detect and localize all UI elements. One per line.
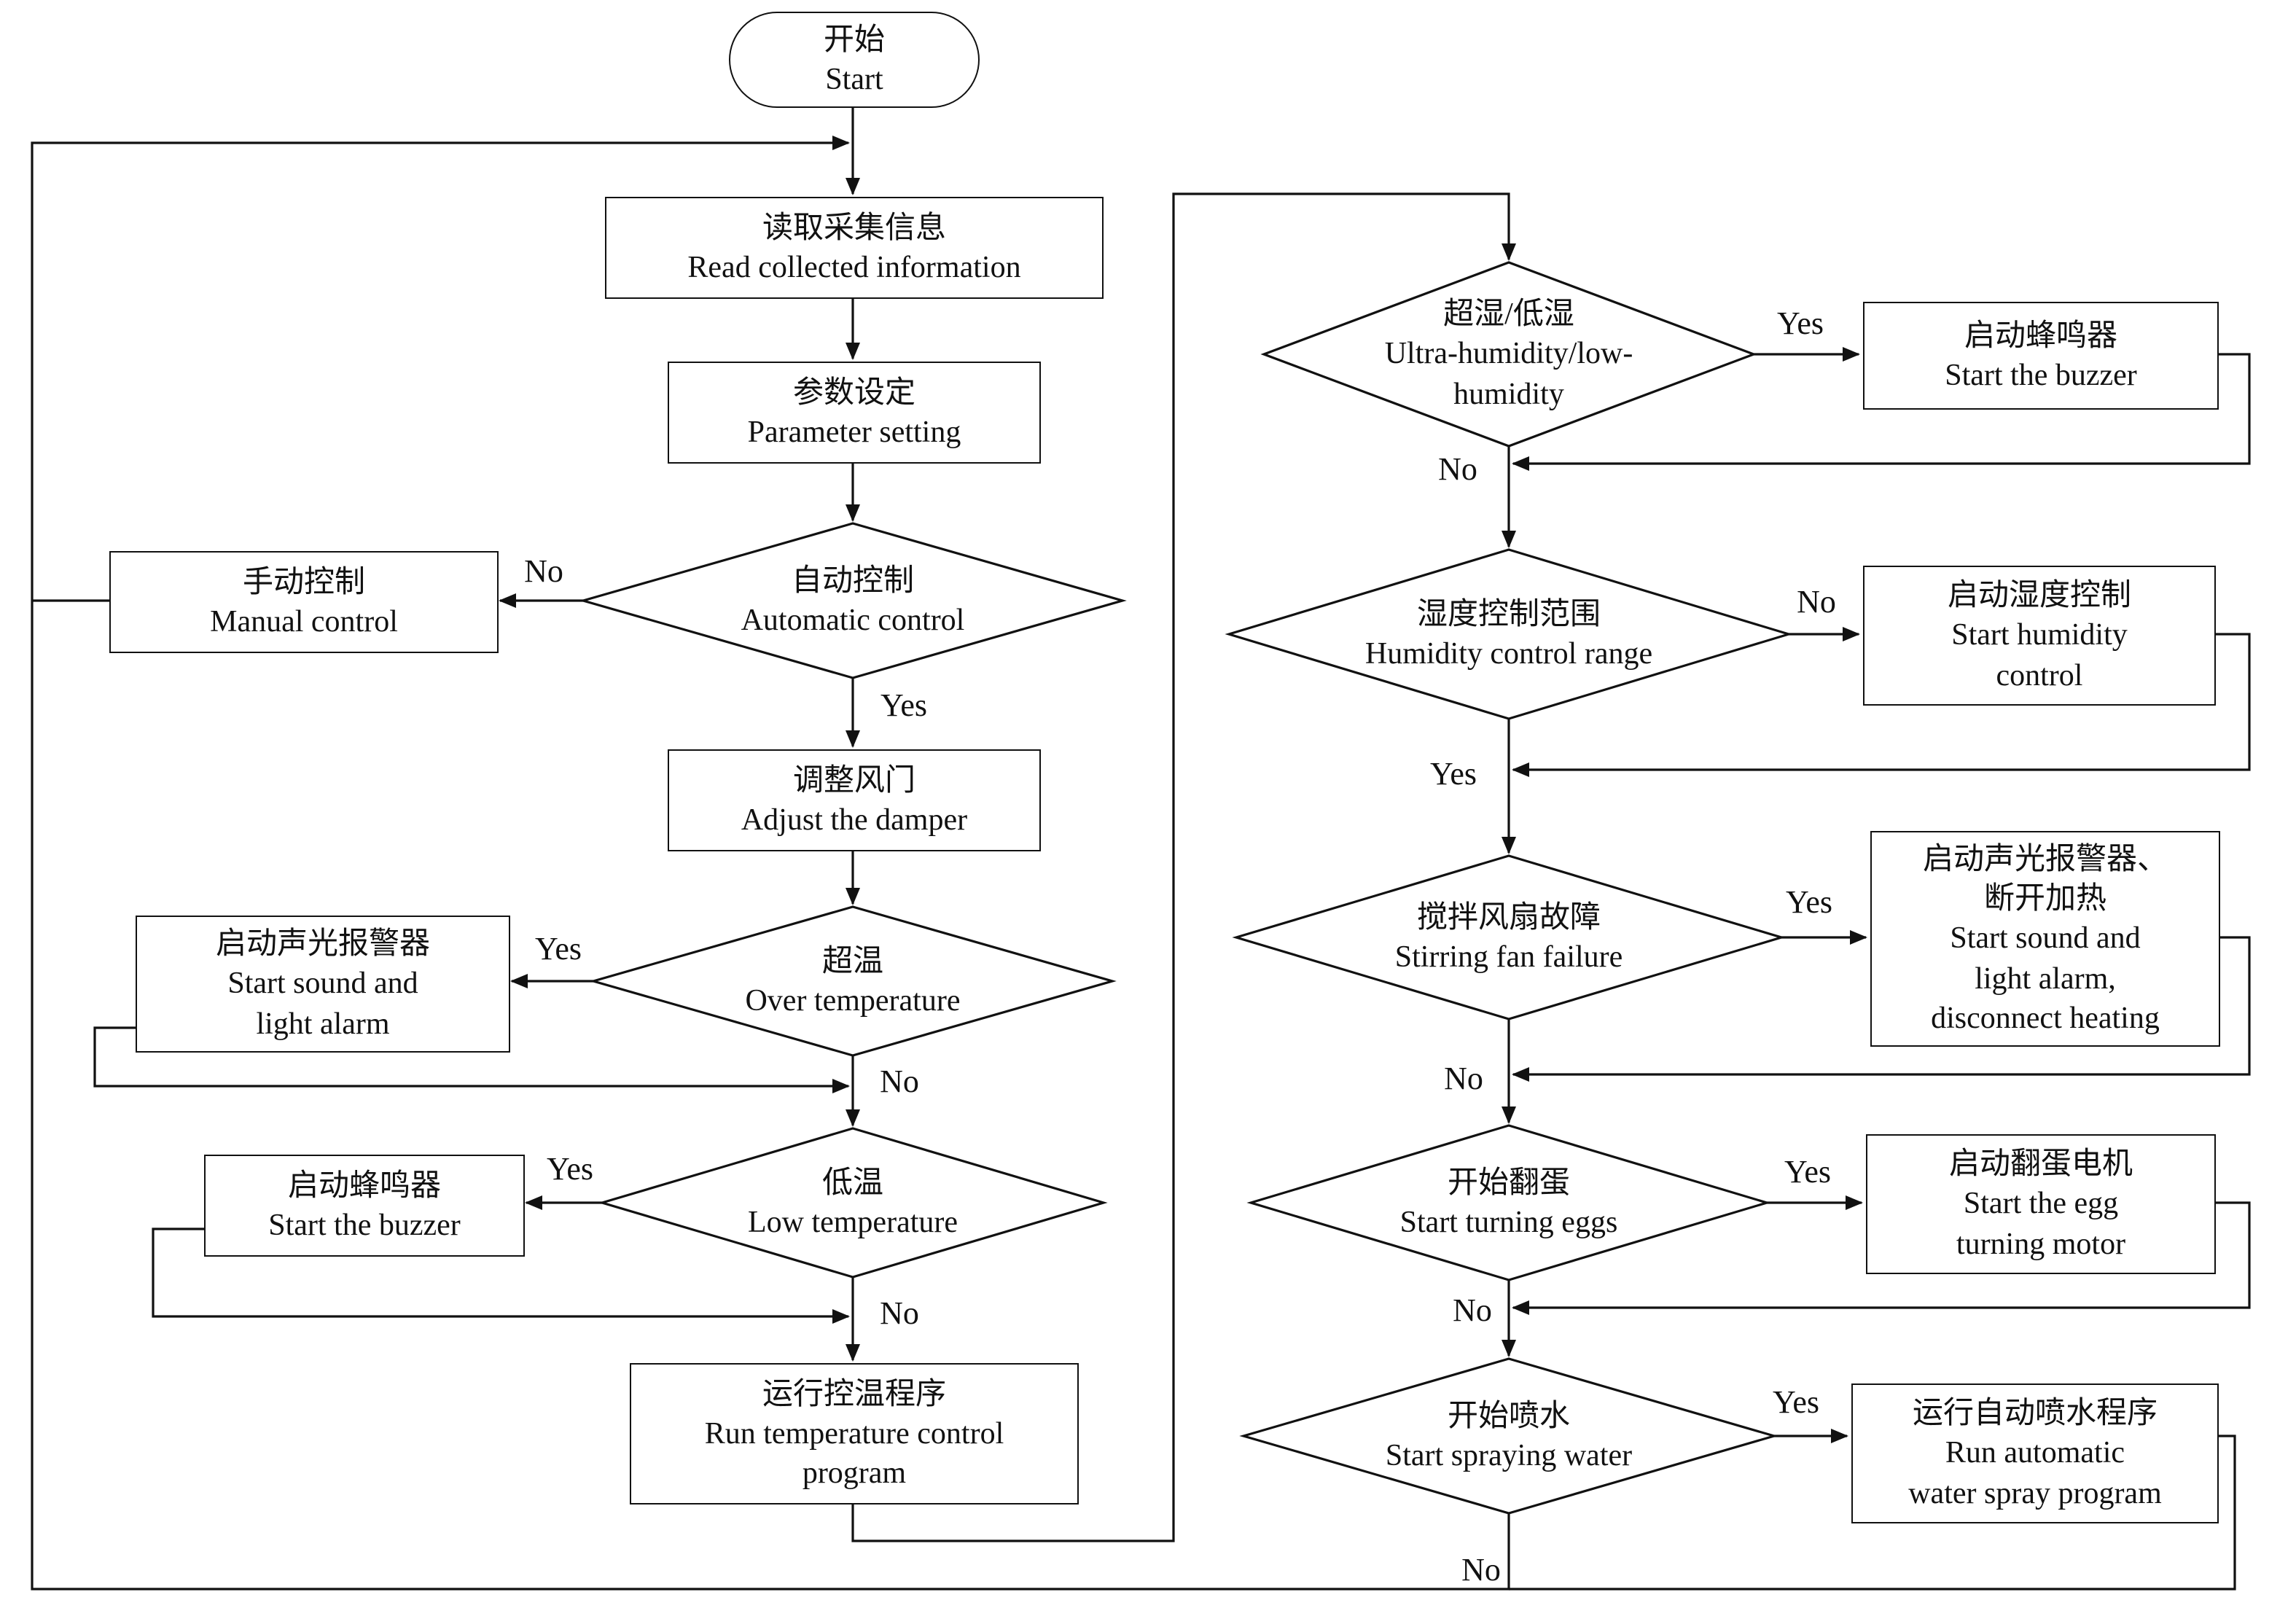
label-turning-eggs-no: No bbox=[1453, 1292, 1492, 1328]
label-auto-control-yes: Yes bbox=[880, 687, 928, 723]
process-adjust-damper: 调整风门 Adjust the damper bbox=[668, 749, 1041, 851]
edge-control-return bbox=[1512, 633, 2251, 777]
label-over-temp-yes: Yes bbox=[534, 930, 582, 967]
label-low-temp-no: No bbox=[880, 1295, 919, 1331]
decision-spraying-water-shape bbox=[1239, 1357, 1778, 1515]
edge-buzzer-return bbox=[152, 1228, 850, 1324]
decision-over-temperature-shape bbox=[589, 905, 1117, 1057]
edge-sprayprogram-return bbox=[1509, 1435, 2236, 1591]
label-ultra-humidity-no: No bbox=[1438, 450, 1477, 487]
decision-low-temperature-shape bbox=[598, 1127, 1108, 1279]
decision-ultra-humidity-shape bbox=[1260, 261, 1757, 448]
label-ultra-humidity-yes: Yes bbox=[1776, 305, 1824, 341]
label-auto-control-no: No bbox=[524, 553, 563, 589]
label-humidity-range-no: No bbox=[1797, 583, 1836, 620]
process-start-humidity-control: 启动湿度控制 Start humidity control bbox=[1863, 566, 2216, 706]
label-low-temp-yes: Yes bbox=[546, 1150, 594, 1187]
terminator-start: 开始 Start bbox=[729, 12, 980, 108]
label-over-temp-no: No bbox=[880, 1063, 919, 1099]
process-water-spray-program: 运行自动喷水程序 Run automatic water spray progr… bbox=[1851, 1383, 2219, 1523]
process-sound-light-alarm: 启动声光报警器 Start sound and light alarm bbox=[136, 916, 510, 1053]
label-fan-failure-yes: Yes bbox=[1785, 883, 1833, 920]
label-humidity-range-yes: Yes bbox=[1429, 755, 1477, 792]
label-spraying-yes: Yes bbox=[1772, 1383, 1820, 1420]
process-run-temperature-program: 运行控温程序 Run temperature control program bbox=[630, 1363, 1079, 1504]
process-parameter-setting: 参数设定 Parameter setting bbox=[668, 362, 1041, 464]
label-spraying-no: No bbox=[1461, 1551, 1501, 1588]
process-alarm-disconnect-heating: 启动声光报警器、 断开加热 Start sound and light alar… bbox=[1870, 831, 2220, 1047]
process-read-collected-information: 读取采集信息 Read collected information bbox=[605, 197, 1104, 299]
edge-run-to-right-column bbox=[851, 192, 1516, 1542]
edge-buzzer2-return bbox=[1512, 353, 2251, 471]
label-fan-failure-no: No bbox=[1444, 1060, 1483, 1096]
process-egg-turning-motor: 启动翻蛋电机 Start the egg turning motor bbox=[1866, 1134, 2216, 1274]
decision-automatic-control-shape bbox=[579, 522, 1127, 679]
decision-turning-eggs-shape bbox=[1246, 1124, 1771, 1281]
edge-motor-return bbox=[1512, 1201, 2251, 1315]
edge-alarm2-return bbox=[1512, 936, 2251, 1082]
label-turning-eggs-yes: Yes bbox=[1784, 1153, 1832, 1190]
edge-alarm-return bbox=[93, 1026, 850, 1093]
process-manual-control: 手动控制 Manual control bbox=[109, 551, 499, 653]
process-start-buzzer-left: 启动蜂鸣器 Start the buzzer bbox=[204, 1155, 525, 1257]
decision-humidity-range-shape bbox=[1225, 548, 1793, 720]
process-start-buzzer-right: 启动蜂鸣器 Start the buzzer bbox=[1863, 302, 2219, 410]
decision-fan-failure-shape bbox=[1232, 854, 1786, 1020]
edge-main-loop bbox=[31, 136, 1510, 1591]
